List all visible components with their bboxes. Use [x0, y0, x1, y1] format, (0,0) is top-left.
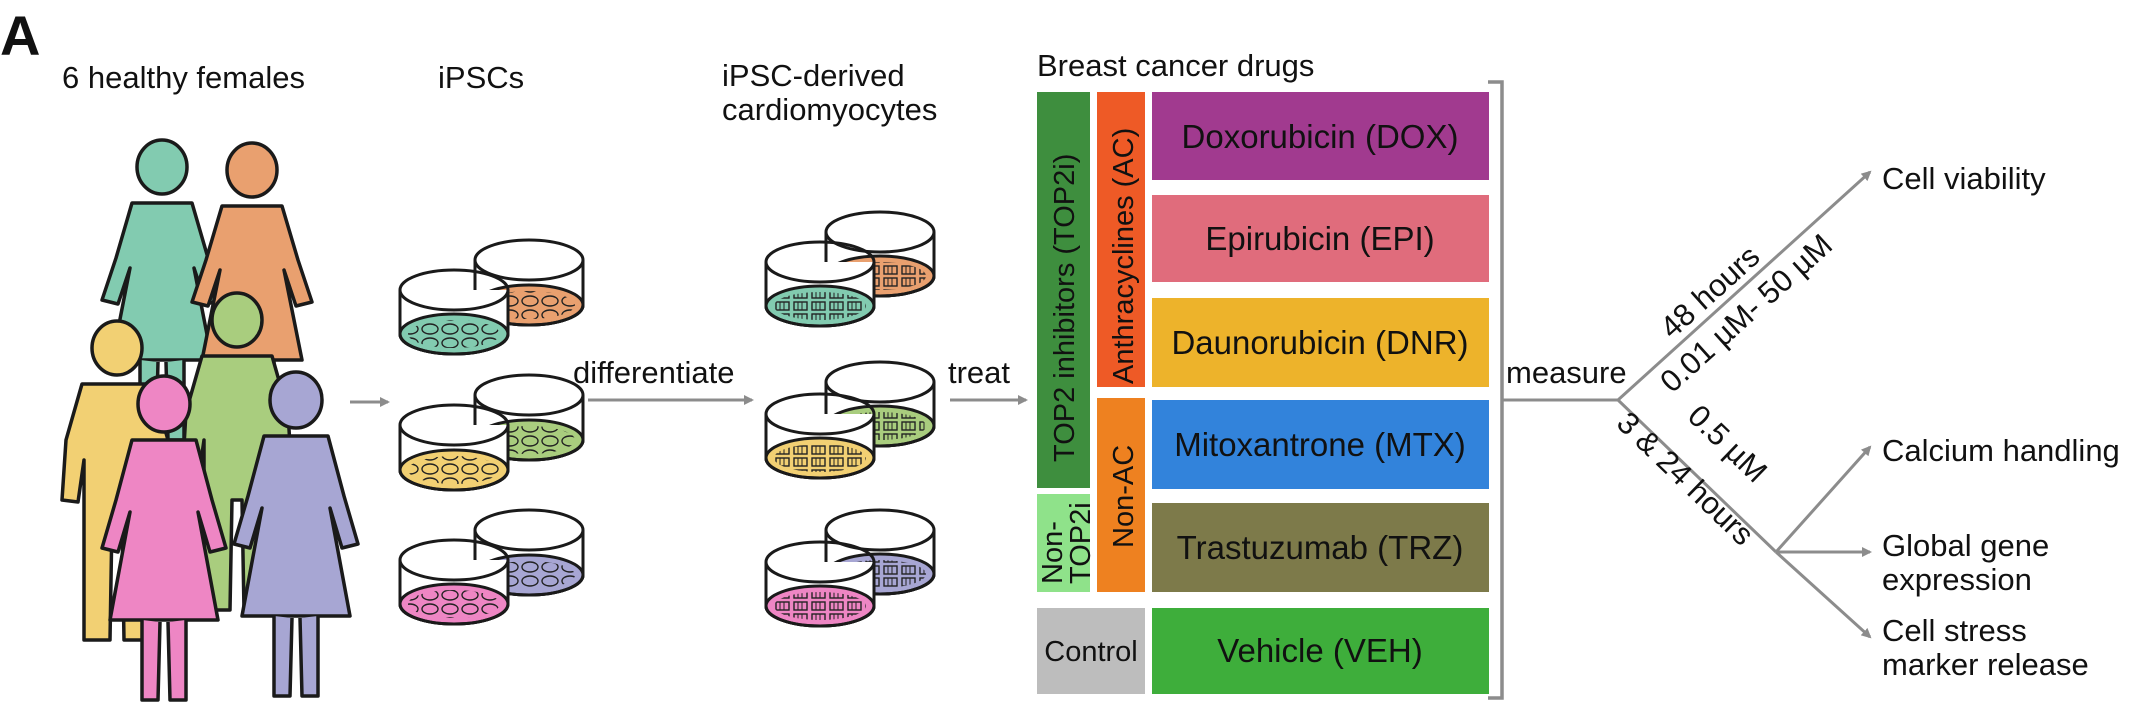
drug-box-dnr [1152, 298, 1489, 387]
control-group-bar [1037, 608, 1145, 694]
cardiomyocytes-title-line1: iPSC-derived [722, 58, 905, 93]
ipscs-title: iPSCs [438, 60, 524, 95]
non-ac-group-label: Non-AC [1108, 445, 1140, 548]
panel-label: A [0, 4, 40, 67]
person-icon [100, 374, 228, 702]
non-top2i-group-bar [1037, 494, 1090, 592]
non-top2i-label-line2: TOP2i [1065, 502, 1097, 584]
branch-to-calcium [1774, 445, 1872, 554]
drug-box-epi [1152, 195, 1489, 282]
donors-title: 6 healthy females [62, 60, 305, 95]
branch-to-viability [1616, 170, 1872, 402]
treat-label: treat [948, 355, 1010, 390]
measure-label: measure [1506, 355, 1627, 390]
differentiate-label: differentiate [573, 355, 734, 390]
outcome-stress-marker-line2: marker release [1882, 647, 2089, 682]
top2i-group-bar [1037, 92, 1090, 488]
drug-box-trz [1152, 503, 1489, 592]
drug-label-trz: Trastuzumab (TRZ) [1177, 529, 1464, 566]
anthracyclines-group-label: Anthracyclines (AC) [1108, 128, 1140, 384]
outcome-gene-expression-line2: expression [1882, 562, 2032, 597]
outcome-cell-viability: Cell viability [1882, 161, 2046, 196]
drug-label-epi: Epirubicin (EPI) [1205, 220, 1434, 257]
dish-pair [764, 360, 936, 480]
outcome-gene-expression-line1: Global gene [1882, 528, 2049, 563]
control-group-label: Control [1044, 636, 1138, 668]
drug-list: Doxorubicin (DOX) Epirubicin (EPI) Dauno… [1152, 92, 1489, 694]
drugs-bracket [1488, 80, 1504, 700]
drug-box-dox [1152, 92, 1489, 180]
outcome-stress-marker-line1: Cell stress [1882, 613, 2027, 648]
top2i-group-label: TOP2 inhibitors (TOP2i) [1049, 154, 1081, 462]
non-ac-group-bar [1097, 398, 1145, 592]
drug-label-mtx: Mitoxantrone (MTX) [1174, 426, 1466, 463]
outcome-calcium-handling: Calcium handling [1882, 433, 2120, 468]
cardiomyocytes-title-line2: cardiomyocytes [722, 92, 937, 127]
drug-label-dox: Doxorubicin (DOX) [1182, 118, 1459, 155]
anthracyclines-group-bar [1097, 92, 1145, 387]
drug-label-dnr: Daunorubicin (DNR) [1171, 324, 1468, 361]
drug-label-veh: Vehicle (VEH) [1217, 632, 1422, 669]
drugs-title: Breast cancer drugs [1037, 48, 1314, 83]
dish-pair [764, 508, 936, 628]
dish-pair [764, 210, 936, 328]
non-top2i-label-line1: Non- [1037, 521, 1069, 584]
dish-pair [398, 238, 585, 356]
dish-pair [398, 508, 585, 626]
drug-box-mtx [1152, 400, 1489, 489]
cardiomyocyte-dishes [764, 210, 936, 628]
people-group [60, 138, 360, 702]
branch-lower [1616, 398, 1778, 554]
drug-box-veh [1152, 608, 1489, 694]
dish-pair [398, 373, 585, 492]
ipsc-dishes [398, 238, 585, 626]
person-icon [232, 370, 360, 698]
branch-to-stress-marker [1774, 550, 1872, 639]
